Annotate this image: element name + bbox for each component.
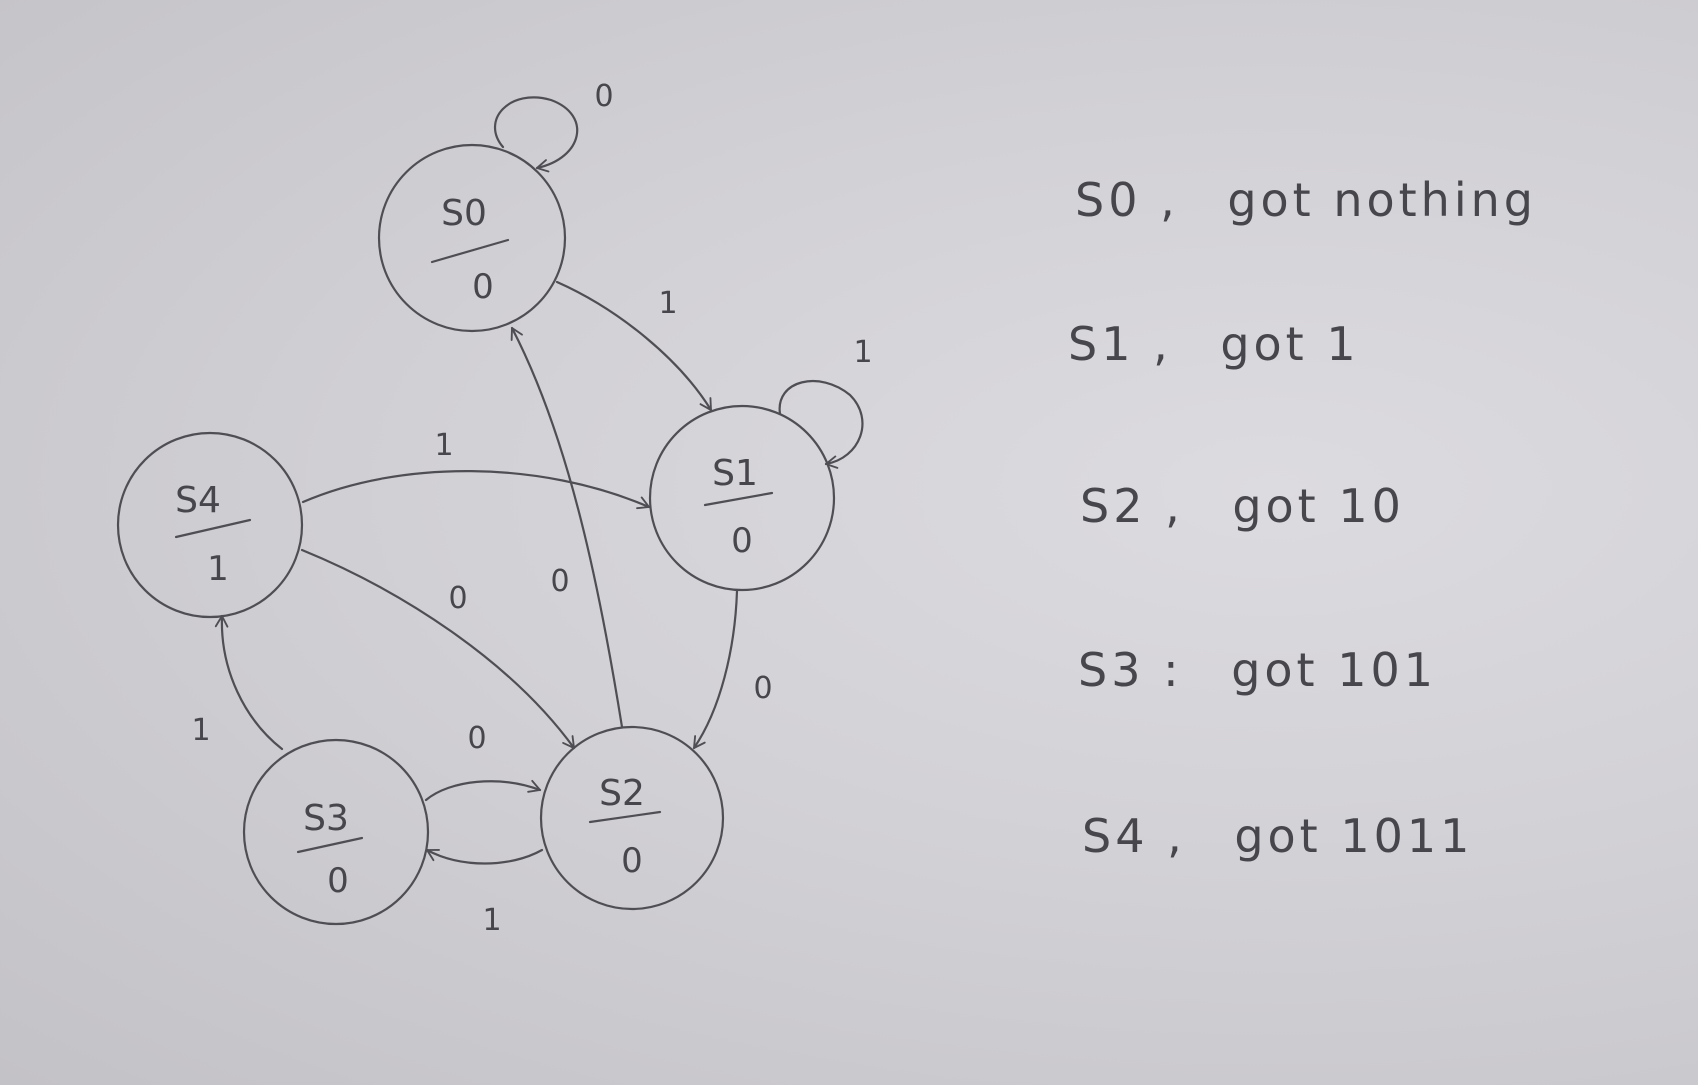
state-s1-name: S1 xyxy=(712,453,758,494)
transition-s4-s2-arrow xyxy=(300,548,576,750)
state-s1-circle xyxy=(648,404,836,592)
legend-text-s3: got 101 xyxy=(1231,643,1437,697)
transition-s4-s1-arrow xyxy=(301,470,651,510)
transition-s0-s0-arrow xyxy=(493,96,579,173)
transition-s3-s4-arrow xyxy=(214,614,284,751)
legend-text-s0: got nothing xyxy=(1227,173,1537,227)
state-s3-name: S3 xyxy=(303,798,349,839)
legend-row-s0: S0 , got nothing xyxy=(1075,173,1537,227)
transition-s2-s0-label: 0 xyxy=(550,564,569,599)
state-s2: S2 0 xyxy=(539,725,725,911)
legend-text-s4: got 1011 xyxy=(1234,809,1473,863)
legend-state-s2: S2 xyxy=(1080,479,1146,533)
transition-s1-s2-arrow xyxy=(692,589,739,750)
state-s4-divider xyxy=(174,518,252,539)
transition-s4-s2-label: 0 xyxy=(448,581,467,616)
state-s2-circle xyxy=(539,725,725,911)
transition-s4-s2: 0 xyxy=(300,548,576,750)
legend-row-s3: S3 : got 101 xyxy=(1078,643,1437,697)
transition-s1-s2: 0 xyxy=(692,589,773,750)
transition-s3-s4-label: 1 xyxy=(191,713,210,748)
legend-state-s3: S3 xyxy=(1078,643,1144,697)
legend-sep-s0: , xyxy=(1160,173,1179,227)
transition-s0-s1: 1 xyxy=(555,280,713,412)
transition-s2-s3-label: 1 xyxy=(482,903,501,938)
state-s3-circle xyxy=(242,738,430,926)
transition-s2-s3: 1 xyxy=(425,848,544,938)
state-s1: S1 0 xyxy=(648,404,836,592)
legend-state-s4: S4 xyxy=(1082,809,1148,863)
state-s0-divider xyxy=(430,238,510,264)
transition-s3-s2-label: 0 xyxy=(467,721,486,756)
transition-s4-s1-label: 1 xyxy=(434,428,453,463)
legend-sep-s4: , xyxy=(1167,809,1186,863)
legend-sep-s3: : xyxy=(1163,643,1183,697)
transition-s3-s2: 0 xyxy=(424,721,542,802)
legend: S0 , got nothing S1 , got 1 S2 , got 10 … xyxy=(1068,173,1537,863)
transition-s1-s1-label: 1 xyxy=(853,335,872,370)
legend-text-s2: got 10 xyxy=(1232,479,1405,533)
state-s0-name: S0 xyxy=(441,193,487,234)
transition-s2-s3-arrow xyxy=(425,848,544,865)
legend-state-s0: S0 xyxy=(1075,173,1141,227)
transition-s3-s2-arrow xyxy=(424,779,542,802)
legend-row-s1: S1 , got 1 xyxy=(1068,317,1360,371)
transition-s1-s1: 1 xyxy=(778,335,873,469)
transition-s0-s1-label: 1 xyxy=(658,286,677,321)
legend-row-s4: S4 , got 1011 xyxy=(1082,809,1473,863)
legend-sep-s2: , xyxy=(1165,479,1184,533)
state-s2-name: S2 xyxy=(599,773,645,814)
transition-s0-s0-label: 0 xyxy=(594,79,613,114)
transition-s0-s0: 0 xyxy=(493,79,614,173)
state-s4-circle xyxy=(116,431,304,619)
state-s3-divider xyxy=(296,836,364,854)
state-s3-output: 0 xyxy=(327,861,349,901)
transition-s4-s1: 1 xyxy=(301,428,651,510)
legend-state-s1: S1 xyxy=(1068,317,1134,371)
state-s4: S4 1 xyxy=(116,431,304,619)
state-s2-output: 0 xyxy=(621,841,643,881)
state-s0-circle xyxy=(377,143,567,333)
legend-sep-s1: , xyxy=(1153,317,1172,371)
transition-s2-s0-arrow xyxy=(510,326,624,729)
legend-text-s1: got 1 xyxy=(1220,317,1359,371)
state-s0-output: 0 xyxy=(472,267,494,307)
state-s1-divider xyxy=(703,491,774,507)
state-s2-divider xyxy=(588,810,662,824)
state-s3: S3 0 xyxy=(242,738,430,926)
state-s4-name: S4 xyxy=(175,480,221,521)
transition-s2-s0: 0 xyxy=(510,326,624,729)
legend-row-s2: S2 , got 10 xyxy=(1080,479,1405,533)
transition-s1-s2-label: 0 xyxy=(753,671,772,706)
transition-s1-s1-arrow xyxy=(778,379,864,469)
transition-s3-s4: 1 xyxy=(191,614,284,751)
transition-s0-s1-arrow xyxy=(555,280,713,412)
state-s4-output: 1 xyxy=(207,549,229,589)
state-s0: S0 0 xyxy=(377,143,567,333)
state-s1-output: 0 xyxy=(731,521,753,561)
